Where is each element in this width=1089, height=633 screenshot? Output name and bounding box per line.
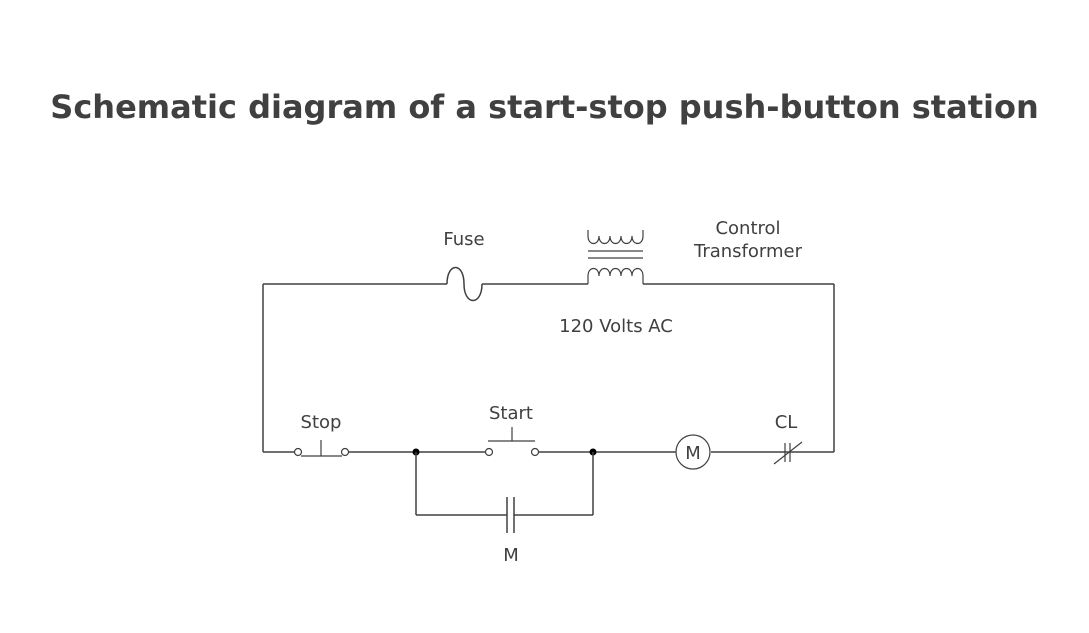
start-label: Start bbox=[489, 403, 533, 424]
transformer-label-line2: Transformer bbox=[693, 241, 803, 262]
holding-contact-label: M bbox=[503, 545, 519, 566]
start-button-symbol bbox=[484, 427, 540, 457]
cl-label: CL bbox=[775, 412, 798, 433]
stop-button-symbol bbox=[293, 440, 350, 457]
fuse-symbol bbox=[446, 266, 483, 302]
transformer-symbol bbox=[587, 230, 644, 284]
holding-contact-branch bbox=[415, 452, 594, 533]
page-title: Schematic diagram of a start-stop push-b… bbox=[50, 88, 1039, 126]
fuse-label: Fuse bbox=[443, 229, 484, 250]
stop-label: Stop bbox=[301, 412, 342, 433]
motor-label: M bbox=[685, 443, 701, 464]
voltage-label: 120 Volts AC bbox=[559, 316, 673, 337]
transformer-label-line1: Control bbox=[715, 218, 780, 239]
motor-coil-symbol bbox=[675, 434, 711, 470]
cl-contact-symbol bbox=[773, 441, 803, 465]
